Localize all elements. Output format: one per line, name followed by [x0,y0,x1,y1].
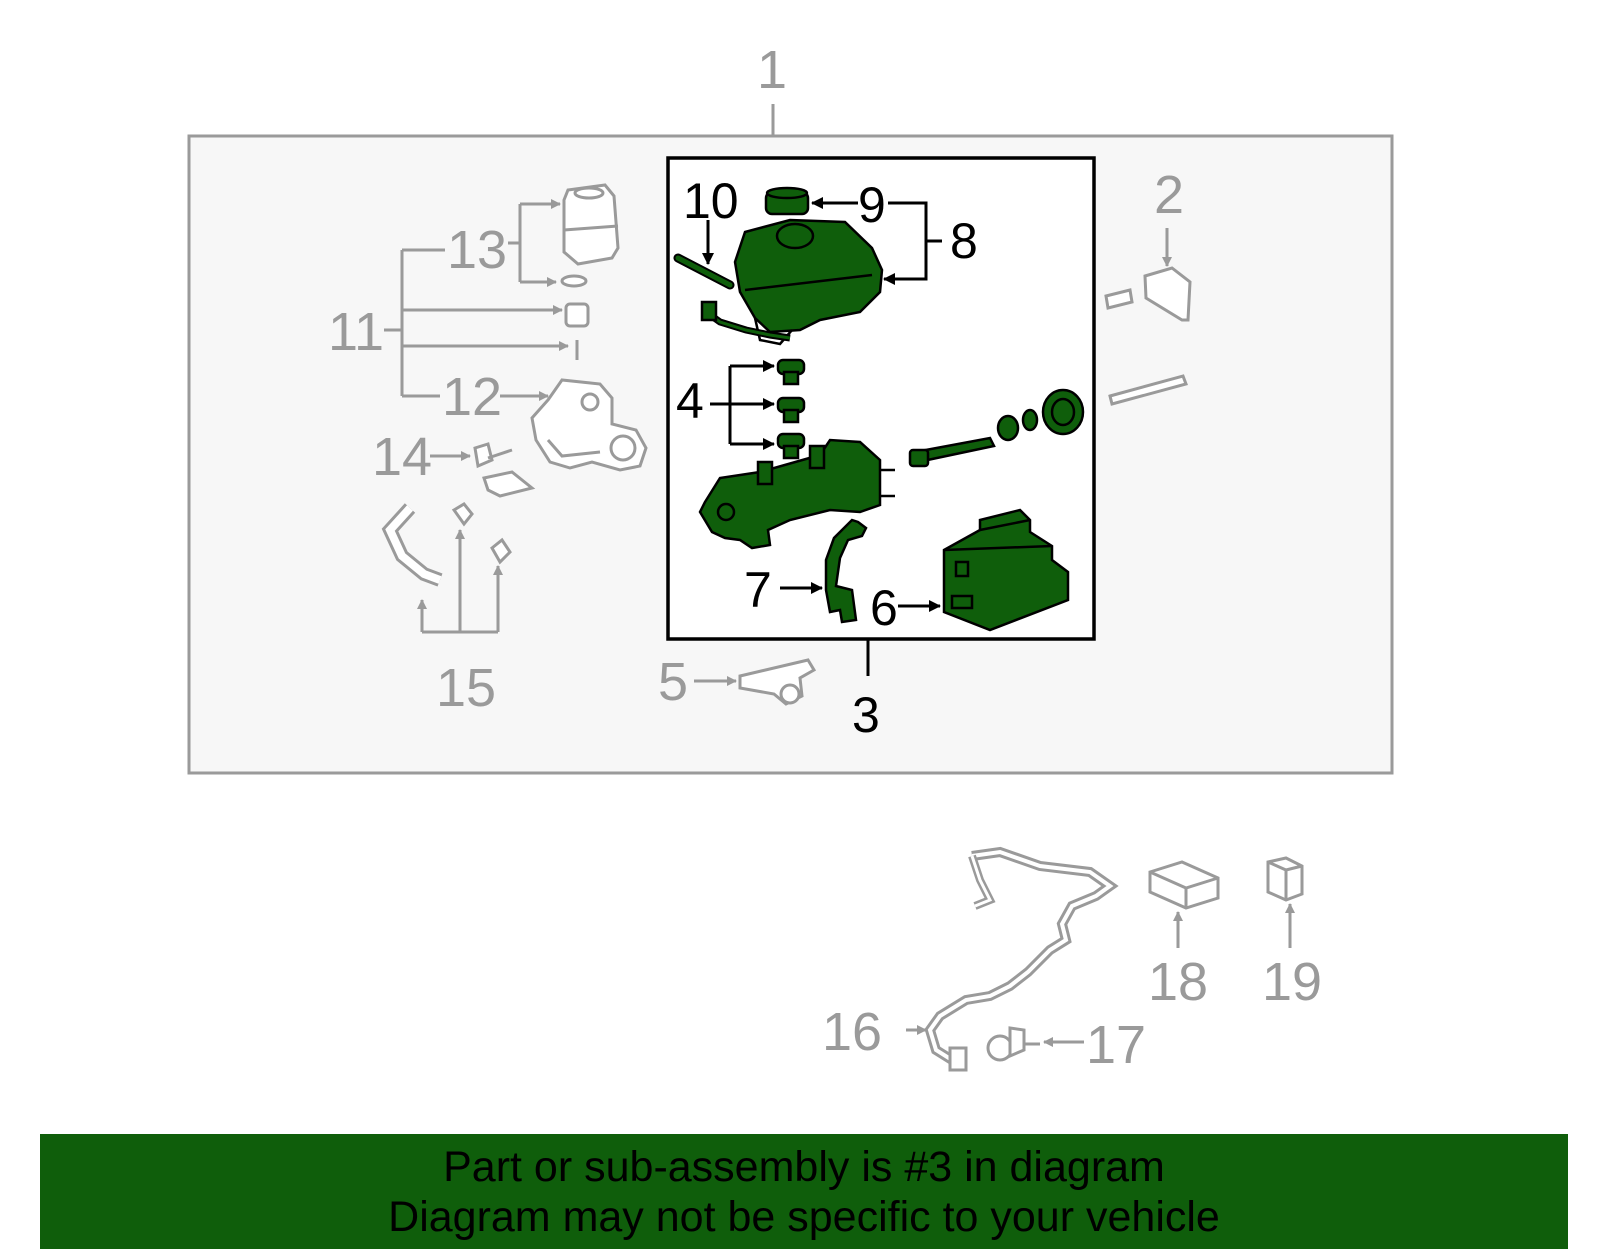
reservoir-tank-part-8 [733,218,884,346]
info-banner: Part or sub-assembly is #3 in diagram Di… [40,1134,1568,1249]
master-cylinder-body [698,438,895,550]
module-part-18 [1148,860,1220,910]
callout-14: 14 [372,427,432,487]
hose-part-15 [381,502,512,587]
callout-5: 5 [658,652,688,712]
callout-2: 2 [1154,165,1184,225]
leader-4 [710,360,775,450]
callout-11: 11 [328,302,384,362]
sensor-part-14 [473,442,536,498]
banner-line-1: Part or sub-assembly is #3 in diagram [443,1143,1165,1191]
reservoir-cap-part-9 [764,186,810,216]
callout-3: 3 [852,687,880,743]
leader-13 [508,199,561,287]
callout-16: 16 [822,1002,882,1062]
grommets-part-4 [776,358,806,460]
callout-4: 4 [676,373,704,429]
bracket-part-7 [824,518,868,624]
relay-part-19 [1266,856,1304,902]
callout-10: 10 [683,173,739,229]
callout-17: 17 [1086,1015,1146,1075]
callout-6: 6 [870,580,898,636]
leader-11 [384,248,569,398]
callout-8: 8 [950,213,978,269]
bracket-part-5 [738,658,817,706]
callout-12: 12 [442,367,502,427]
accumulator-part-13 [560,183,620,360]
banner-line-2: Diagram may not be specific to your vehi… [388,1193,1220,1241]
harness-part-16 [924,846,1119,1072]
plate-part-2 [1104,266,1192,406]
callout-1: 1 [757,40,787,100]
pump-part-12 [530,378,648,472]
callout-9: 9 [858,177,886,233]
callout-19: 19 [1262,952,1322,1012]
callout-15: 15 [436,658,496,718]
strip-part-10 [673,253,791,342]
piston-and-seals [908,388,1085,468]
callout-7: 7 [744,562,772,618]
sensor-part-17 [986,1026,1040,1062]
control-unit-part-6 [942,508,1070,632]
callout-13: 13 [447,220,507,280]
callout-18: 18 [1148,952,1208,1012]
leader-15 [417,529,503,634]
